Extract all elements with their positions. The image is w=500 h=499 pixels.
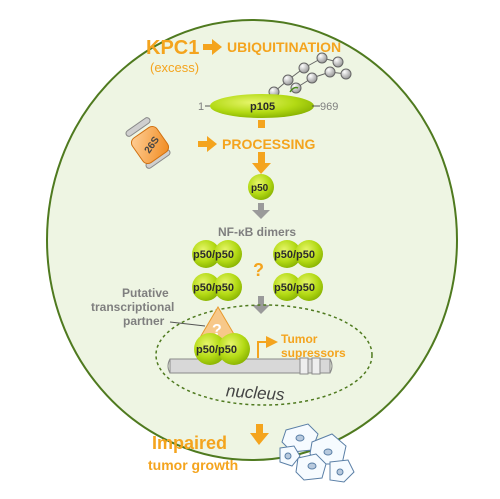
proteasome-26s-icon: 26S bbox=[125, 117, 171, 169]
svg-text:p50/p50: p50/p50 bbox=[193, 282, 234, 294]
impaired-line1: Impaired bbox=[152, 433, 227, 453]
p105-end-label: 969 bbox=[320, 101, 338, 113]
tumor-line2: supressors bbox=[281, 346, 346, 360]
arrow-processing-p50 bbox=[252, 152, 271, 174]
putative-line2: transcriptional bbox=[91, 300, 174, 314]
dimer-nuclear: p50/p50 bbox=[194, 333, 250, 365]
processing-label: PROCESSING bbox=[222, 136, 315, 152]
kpc1-label: KPC1 bbox=[146, 37, 199, 59]
nfkb-dimers-label: NF-κB dimers bbox=[218, 225, 296, 239]
p105-label: p105 bbox=[250, 101, 275, 113]
putative-line3: partner bbox=[123, 314, 165, 328]
nucleus-boundary bbox=[155, 304, 373, 406]
impaired-line2: tumor growth bbox=[148, 457, 238, 473]
p50-label: p50 bbox=[251, 183, 269, 194]
p50-protein bbox=[248, 174, 274, 200]
arrow-p50-dimers bbox=[252, 203, 270, 219]
p105-start-label: 1 bbox=[198, 101, 204, 113]
dimer-bottom-left: p50/p50 bbox=[192, 273, 242, 301]
dimer-bottom-right: p50/p50 bbox=[273, 273, 323, 301]
putative-line1: Putative bbox=[122, 286, 169, 300]
p105-protein bbox=[210, 94, 314, 118]
dna-strand bbox=[167, 357, 333, 375]
svg-text:p50/p50: p50/p50 bbox=[196, 344, 237, 356]
tumor-cells-icon bbox=[279, 423, 355, 483]
arrow-kpc1-ubiquitination bbox=[203, 39, 222, 55]
arrow-proteasome-processing bbox=[198, 136, 217, 152]
arrow-impaired-growth bbox=[250, 424, 269, 445]
dimer-top-right: p50/p50 bbox=[273, 240, 323, 268]
excess-label: (excess) bbox=[150, 60, 199, 75]
svg-text:p50/p50: p50/p50 bbox=[274, 249, 315, 261]
svg-text:p50/p50: p50/p50 bbox=[193, 249, 234, 261]
arrow-dimers-nucleus bbox=[252, 296, 270, 314]
question-mark-partner: ? bbox=[212, 322, 222, 339]
svg-text:p50/p50: p50/p50 bbox=[274, 282, 315, 294]
ubiquitination-label: UBIQUITINATION bbox=[227, 39, 341, 55]
dimer-top-left: p50/p50 bbox=[192, 240, 242, 268]
transcription-arrow bbox=[257, 336, 278, 358]
nucleus-label: nucleus bbox=[225, 381, 285, 404]
question-mark-dimers: ? bbox=[253, 260, 264, 280]
tumor-line1: Tumor bbox=[281, 332, 318, 346]
arrow-p105-processing bbox=[258, 120, 265, 128]
